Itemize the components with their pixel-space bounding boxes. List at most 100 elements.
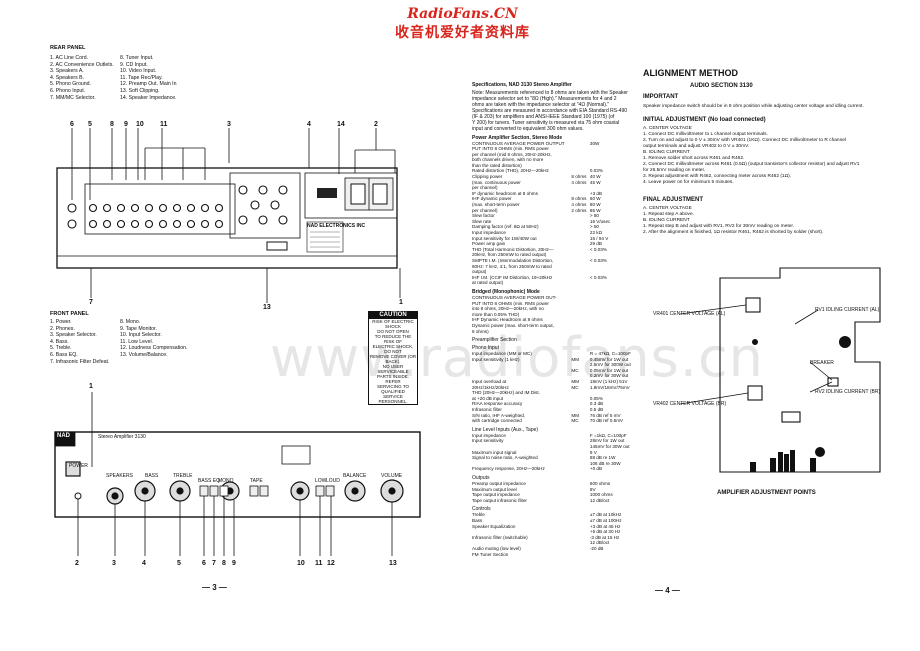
callout-label: 11	[160, 121, 168, 128]
table-row: +5 dB at 30 Hz	[472, 529, 632, 535]
table-cell: Input overload at	[472, 379, 507, 385]
caution-line: SERVICING TO QUALIFIED	[376, 384, 409, 394]
table-row: PUT INTO 8 OHMS (min. RMS power	[472, 146, 632, 152]
table-cell: FM Tuner Section	[472, 551, 509, 557]
list-item: 1. Repeat step A above.	[643, 212, 694, 217]
spec-table-bridged: CONTINUOUS AVERAGE POWER OUT- PUT INTO 8…	[472, 295, 632, 334]
table-row: into 8 ohms, 20Hz—20kHz, with no	[472, 306, 544, 312]
table-cell	[571, 552, 590, 558]
table-cell: PUT INTO 8 OHMS (min. RMS power	[472, 146, 549, 152]
list-item: 7. MM/MC Selector.	[50, 94, 96, 101]
table-cell: Signal to noise ratio, A-weighted	[472, 455, 538, 461]
callout-label: 5	[177, 560, 181, 567]
specifications-column: Specifications, NAD 3130 Stereo Amplifie…	[472, 82, 632, 557]
table-cell: 0.03%	[589, 168, 603, 174]
table-row: per channel)	[472, 185, 632, 191]
spec-note: Note: Measurements referenced to 8 ohms …	[472, 89, 628, 96]
table-cell: at rated output)	[472, 280, 504, 286]
list-item: 2. Phones.	[50, 325, 75, 332]
caution-line: DO NOT OPEN	[377, 329, 409, 334]
initial-adjustment-list: A. CENTER VOLTAGE 1. Connect DC millivol…	[643, 126, 859, 186]
table-cell: RIAA response accuracy	[472, 401, 523, 407]
callout-label: 1	[89, 383, 93, 390]
table-cell: Tape output impedance	[472, 492, 520, 498]
spec-note: input and converted to equivalent 300 oh…	[472, 125, 584, 132]
table-cell: 0.2mV for 30W out	[589, 373, 629, 379]
list-item: 1. Connect DC millivoltmeter to L channe…	[643, 132, 768, 137]
table-cell: +0 dB	[589, 466, 603, 472]
table-cell: Maximum input signal	[472, 449, 517, 455]
diagram-label: RV2 IDLING CURRENT (BR)	[815, 389, 881, 395]
callout-label: 7	[212, 560, 216, 567]
table-cell: F =1kΩ, C=100pF	[589, 432, 627, 438]
diagram-label: RV1 IDLING CURRENT (AL)	[815, 307, 880, 313]
table-cell: 29 dB	[589, 241, 602, 247]
spec-section-title: Power Amplifier Section, Stereo Mode	[472, 134, 563, 141]
important-title: IMPORTANT	[643, 94, 679, 100]
table-row: 20kHz, from 250mW to rated output)	[472, 252, 632, 258]
rear-panel-list-left: 1. AC Line Cord. 2. AC Convenience Outle…	[50, 55, 114, 101]
table-cell: Input impedance (MM or MC)	[472, 351, 532, 357]
table-row: Input impedance (MM or MC)R = 47kΩ, C=10…	[472, 351, 632, 357]
list-item: 1. Remove solder short across R461 and R…	[643, 156, 745, 161]
diagram-caption: AMPLIFIER ADJUSTMENT POINTS	[717, 490, 816, 496]
table-cell: CONTINUOUS AVERAGE POWER OUTPUT	[472, 140, 565, 146]
table-row: Slew rate 16 V/usec	[472, 219, 632, 225]
knob-label: LOUD	[326, 478, 340, 484]
spec-note: impedance selector set to "8Ω (High)." M…	[472, 95, 617, 102]
table-row: IF dynamic headroom at 8 ohms+3 dB	[472, 191, 632, 197]
list-item: 2. AC Convenience Outlets.	[50, 61, 114, 68]
list-item: 2. Connect DC millivoltmeter across R461…	[643, 162, 860, 167]
watermark-url: www.radiofans.cn	[270, 326, 764, 389]
table-cell: MM	[571, 379, 580, 385]
spec-note: Y 200) for tuners. Tuner sensitivity is …	[472, 119, 620, 126]
table-cell: 4 ohms	[571, 202, 587, 208]
table-cell: both channels driven, with no more	[472, 157, 544, 163]
caution-title: CAUTION	[369, 312, 417, 319]
table-cell: < 0.03%	[589, 274, 607, 280]
watermark-site: RadioFans.CN	[407, 6, 518, 22]
knob-label: TREBLE	[173, 473, 193, 479]
list-item: 4. Speakers B.	[50, 74, 85, 81]
callout-label: 11	[315, 560, 323, 567]
watermark-header: RadioFans.CN 收音机爱好者资料库	[395, 6, 530, 42]
list-item: 3. Speakers A.	[50, 68, 84, 75]
list-item: 6. Bass EQ.	[50, 351, 78, 358]
table-cell: > 50	[589, 224, 599, 230]
table-cell: Power amp gain	[472, 241, 506, 247]
table-cell: 1.8mV/18mV/75mV	[589, 384, 630, 390]
table-cell: 0.45mV for 1W out	[589, 356, 629, 362]
table-row: 8 ohms)	[472, 328, 489, 334]
table-cell: 22 kΩ	[589, 230, 603, 235]
caution-line: SERVICE PERSONNEL.	[378, 394, 408, 404]
table-row: Audio muting (low level)-20 dB	[472, 546, 632, 552]
table-row: Power amp gain 29 dB	[472, 241, 632, 247]
caution-line: PARTS INSIDE. REFER	[376, 374, 410, 384]
spec-note: Specifications are measured in accordanc…	[472, 107, 628, 114]
table-row: Damping factor (ref. 8Ω at 50Hz)> 50	[472, 224, 632, 230]
knob-label: LOW	[315, 478, 327, 484]
front-panel-drawing	[54, 392, 421, 556]
alignment-title: ALIGNMENT METHOD	[643, 68, 738, 78]
table-cell: 60 W	[589, 196, 601, 202]
knob-label: BALANCE	[343, 473, 367, 479]
table-row: Frequency response, 20Hz—20kHz+0 dB	[472, 466, 632, 472]
watermark-cn: 收音机爱好者资料库	[395, 24, 530, 40]
front-panel-list-right: 8. Mono. 9. Tape Monitor. 10. Input Sele…	[120, 319, 187, 359]
table-cell: Input impedance	[472, 230, 506, 235]
table-row: Speaker Equalization+3 dB at 45 Hz	[472, 524, 632, 530]
table-cell: 16 V/usec	[589, 218, 611, 224]
rear-panel-drawing	[56, 128, 401, 303]
table-cell: Slew rate	[472, 218, 492, 224]
spec-title: Specifications, NAD 3130 Stereo Amplifie…	[472, 82, 572, 88]
pcb-adjustment-diagram	[679, 267, 881, 473]
table-row: Slew factor> 50	[472, 213, 632, 219]
